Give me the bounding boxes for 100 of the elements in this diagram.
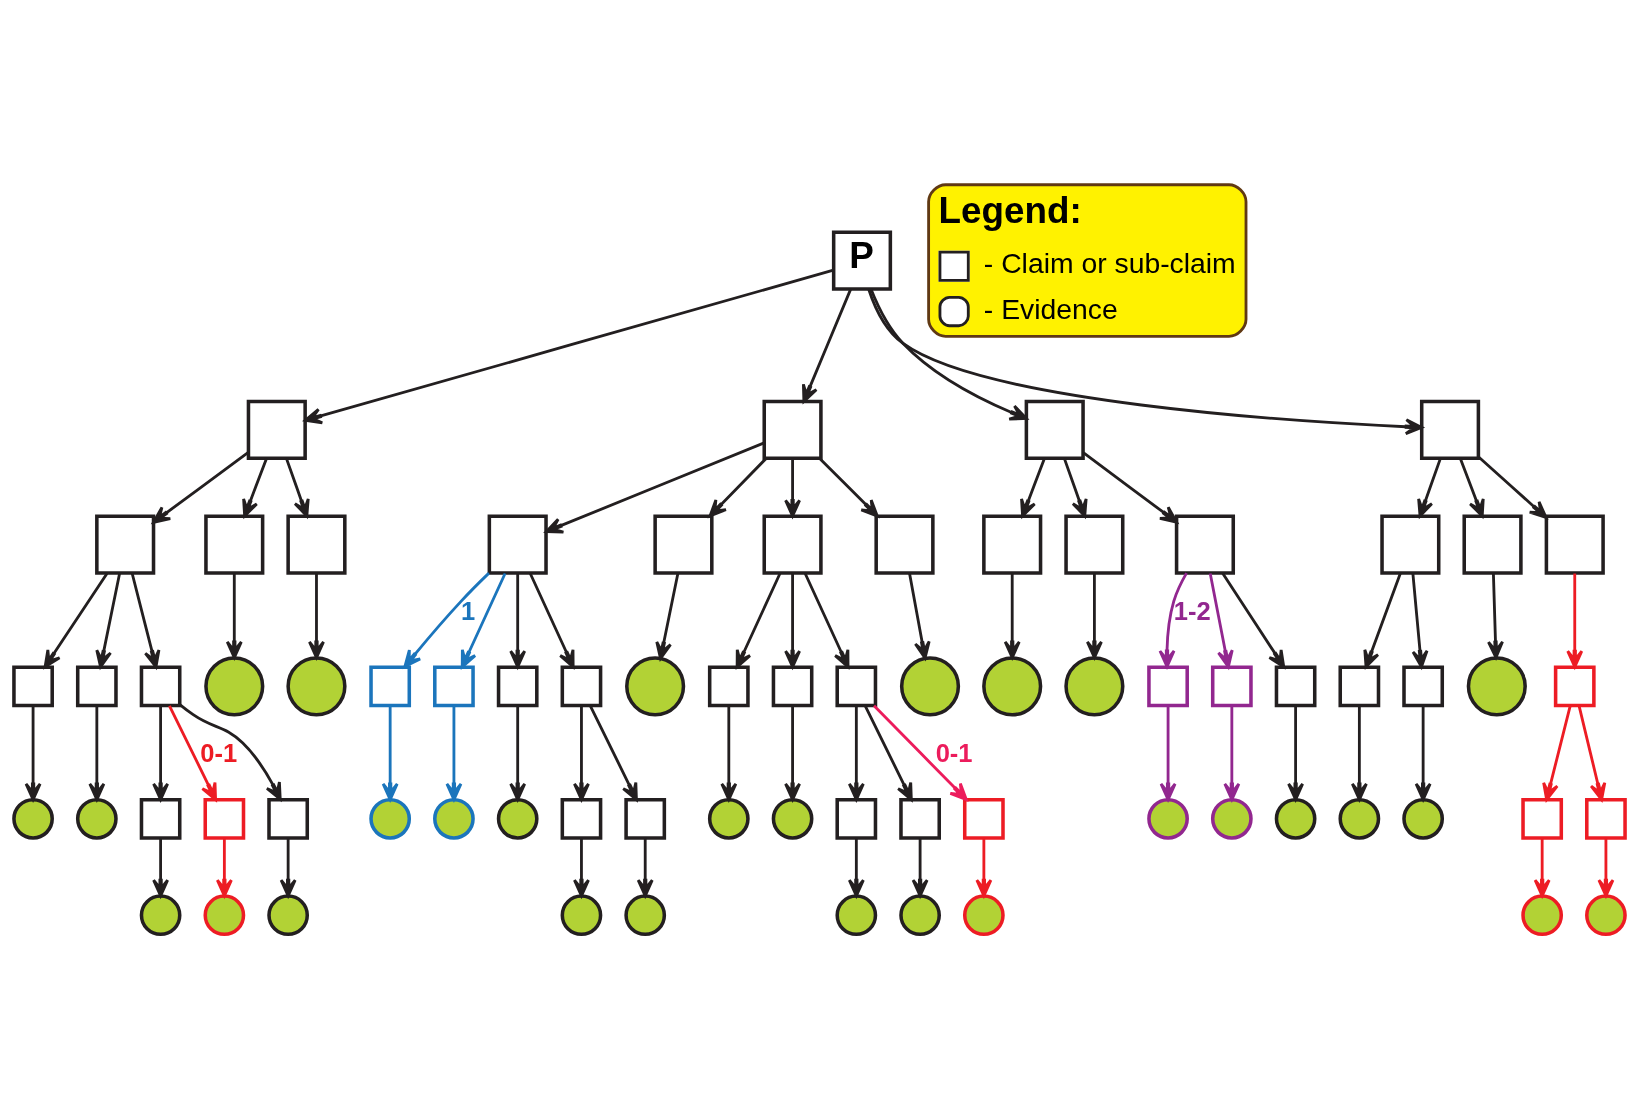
node-box [762,399,823,460]
arrow [308,573,325,659]
arrow [1487,573,1504,659]
arrow [179,703,282,801]
node-box [1553,665,1596,708]
node-box [653,514,714,575]
node-circle [1274,797,1317,840]
node-box [1462,514,1523,575]
node-circle [899,656,961,717]
node-box [1174,514,1236,575]
arrow [735,572,782,669]
arrow [95,573,121,669]
arrow [784,705,801,801]
arrow [152,451,250,524]
arrow [1417,457,1442,518]
node-box [962,797,1005,840]
arrow [1577,705,1607,801]
arrow [784,458,801,518]
node-box [204,514,265,575]
edge-label: 0-1 [200,739,238,768]
arrow [303,268,834,425]
node-circle [560,894,603,937]
arrow [1208,573,1234,669]
arrow [589,705,638,801]
node-circle [1466,656,1527,717]
arrow [847,838,865,898]
arrow [1597,838,1615,898]
node-box [899,797,941,840]
arrow [168,705,217,801]
arrow [43,572,109,669]
arrow [1459,457,1485,518]
arrow [975,838,993,898]
arrow [544,441,765,534]
node-circle [1210,797,1253,840]
node-box [75,665,118,708]
node-box [139,665,182,708]
arrow [460,572,507,669]
arrow [215,838,233,898]
arrow [573,838,590,898]
arrow [130,573,161,669]
node-box [771,665,814,708]
arrow [1020,457,1046,518]
arrow [509,705,527,801]
node-circle [707,797,750,840]
arrow [863,705,913,801]
node-circle [1147,797,1189,840]
node-box [560,797,603,840]
arrow [24,705,42,801]
arrow [655,573,680,660]
arrow [152,705,170,801]
node-circle [139,894,182,937]
node-circle [1064,656,1125,717]
arrow [225,573,243,659]
arrow [1350,705,1368,801]
arrow [88,705,106,801]
arrow [708,457,768,518]
arrow [279,838,297,898]
arrow [1542,705,1572,801]
node-circle [433,797,475,840]
node-circle [12,797,54,840]
node-box [203,797,246,840]
node-box [835,797,878,840]
node-box [139,797,182,840]
node-box [1585,797,1627,840]
node-box [560,665,603,708]
arrow [285,457,310,518]
node-circle [267,894,310,937]
arrow [847,705,865,801]
arrow [152,838,170,898]
arrow [1287,705,1305,801]
edge-label: 1 [461,597,476,626]
node-circle [286,656,347,717]
node-circle [1402,797,1445,840]
arrow [1158,572,1188,668]
node-box [95,514,156,575]
arrow [1533,838,1551,898]
node-circle [982,656,1043,717]
node-box [1419,399,1481,460]
node-circle [1521,894,1564,937]
arrow [908,573,931,660]
node-circle [369,797,412,840]
node-circle [203,894,246,937]
edge-label: 0-1 [935,739,973,768]
node-circle [962,894,1005,937]
arrow [509,573,527,669]
node-box [286,514,347,575]
node-box [762,514,823,575]
node-box [1521,797,1564,840]
node-box [1380,514,1441,575]
node-circle [1338,797,1381,840]
node-circle [1585,894,1627,937]
node-box [624,797,667,840]
arrow [1221,572,1286,669]
node-circle [771,797,814,840]
label: Legend: [938,190,1082,232]
arrow [1159,705,1177,801]
arrow [1478,456,1548,519]
node-circle [496,797,539,840]
arrow [1414,705,1432,801]
arrow [1003,573,1021,659]
